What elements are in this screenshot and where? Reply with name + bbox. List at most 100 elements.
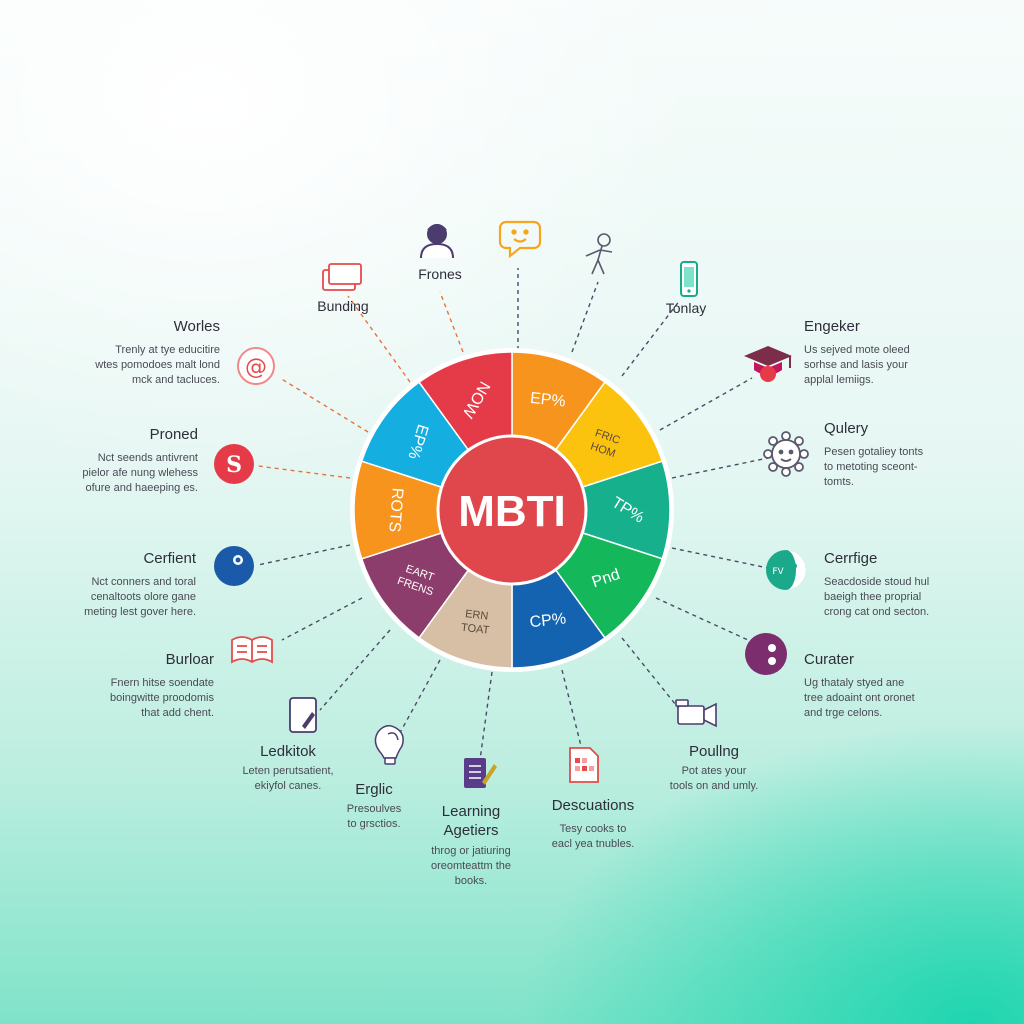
- gear-face-icon: [763, 431, 809, 477]
- node-poullng: Poullng Pot ates your tools on and umly.: [644, 743, 784, 794]
- node-desc-line: books.: [454, 875, 488, 887]
- node-title: Erglic: [355, 781, 393, 798]
- node-desc-line: to grsctios.: [347, 818, 401, 830]
- node-title: Cerfient: [143, 550, 196, 567]
- node-title: Descuations: [551, 797, 635, 814]
- node-desc-line: boingwitte proodomis: [110, 692, 214, 704]
- connector-bunding: [347, 295, 411, 383]
- node-title: Proned: [149, 426, 198, 443]
- connector-cerrfige: [671, 547, 769, 569]
- open-book-icon: [231, 636, 273, 664]
- node-desc-line: Trenly at tye educitire: [115, 344, 220, 356]
- node-desc-line: ekiyfol canes.: [254, 780, 322, 792]
- node-desc-line: that add chent.: [141, 707, 214, 719]
- node-desc-line: tomts.: [824, 476, 854, 488]
- node-bunding: Bunding: [298, 298, 388, 322]
- mbti-wheel: EP%FRICHOMTP%PndCP%ERNTOATEARTFRENSROTSE…: [350, 348, 674, 672]
- chat-bubble-icon: [498, 220, 542, 259]
- s-badge-icon: S: [214, 444, 254, 484]
- green-face-icon: FV: [766, 550, 806, 590]
- connector-figure: [571, 281, 599, 353]
- node-desc-line: Tesy cooks to: [559, 823, 627, 835]
- connector-erglic: [395, 659, 441, 741]
- node-desc-line: cenaltoots olore gane: [90, 591, 196, 603]
- connector-burloar: [281, 597, 363, 641]
- node-title: Poullng: [688, 743, 740, 760]
- connector-engeker: [659, 377, 753, 431]
- wheel-segment-label-5: ERNTOAT: [460, 608, 491, 637]
- node-desc-line: pielor afe nung wlehess: [82, 467, 198, 479]
- node-worles: Worles Trenly at tye educitire wtes pomo…: [60, 318, 220, 388]
- wheel-center: [436, 434, 588, 586]
- camera-icon: [675, 699, 717, 728]
- graduation-cap-icon: [744, 346, 792, 382]
- connector-worles: [279, 377, 369, 433]
- node-desc-line: tools on and umly.: [669, 780, 759, 792]
- node-desc-line: mck and tacluces.: [131, 374, 220, 386]
- node-desc-line: sorhse and lasis your: [804, 359, 908, 371]
- node-desc-line: wtes pomodoes malt lond: [95, 359, 220, 371]
- wheel-segment-label-7: ROTS: [385, 487, 405, 533]
- blue-orb-icon: [214, 546, 254, 586]
- node-burloar: Burloar Fnern hitse soendate boingwitte …: [56, 651, 214, 721]
- node-desc-line: meting lest gover here.: [84, 606, 196, 618]
- node-desc-line: Presoulves: [346, 803, 402, 815]
- icon-layer: @ S: [214, 220, 809, 788]
- node-title: Tonlay: [665, 300, 707, 316]
- node-desc-line: and trge celons.: [804, 707, 883, 719]
- svg-text:FV: FV: [772, 567, 784, 577]
- node-title: Ledkitok: [260, 743, 316, 760]
- connector-qulery: [671, 457, 769, 479]
- connector-lines: [257, 268, 769, 761]
- node-desc-line: Pot ates your: [681, 765, 747, 777]
- node-desc-line: Nct conners and toral: [91, 576, 196, 588]
- cards-icon: [322, 263, 362, 291]
- node-title: Cerrfige: [824, 550, 878, 567]
- node-qulery: Qulery Pesen gotaliey tonts to metoting …: [824, 420, 984, 490]
- node-desc-line: baeigh thee proprial: [824, 591, 922, 603]
- node-title: Curater: [804, 651, 855, 668]
- node-title: Frones: [418, 266, 462, 282]
- connector-frones: [439, 291, 464, 353]
- node-desc-line: Pesen gotaliey tonts: [824, 446, 924, 458]
- connector-learning: [479, 671, 493, 761]
- notepad-icon: [464, 758, 497, 788]
- node-desc-line: oreomteattm the: [430, 860, 512, 872]
- node-desc-line: ofure and haeeping es.: [85, 482, 198, 494]
- figure-icon: [585, 233, 613, 275]
- purple-orb-icon: [745, 633, 787, 675]
- node-desc-line: Nct seends antivrent: [97, 452, 198, 464]
- wheel-segment-label-0: EP%: [529, 390, 566, 411]
- svg-text:S: S: [226, 452, 242, 478]
- node-desc-line: throg or jatiuring: [431, 845, 511, 857]
- wheel-segment-label-4: CP%: [529, 610, 567, 631]
- at-icon: @: [237, 347, 275, 385]
- document-icon: [569, 747, 599, 783]
- node-desc-line: Ug thataly styed ane: [804, 677, 905, 689]
- connector-ledkitok: [319, 629, 391, 711]
- node-erglic: Erglic Presoulves to grsctios.: [318, 781, 430, 832]
- node-desc-line: Us sejved mote oleed: [804, 344, 910, 356]
- node-desc-line: crong cat ond secton.: [824, 606, 930, 618]
- connector-curater: [655, 597, 749, 641]
- node-title: Bunding: [317, 298, 369, 314]
- node-title: Engeker: [804, 318, 860, 335]
- connector-proned: [257, 465, 351, 479]
- node-tonlay: Tonlay: [646, 300, 726, 324]
- node-desc-line: eacl yea tnubles.: [551, 838, 635, 850]
- node-proned: Proned Nct seends antivrent pielor afe n…: [40, 426, 198, 496]
- node-title: Qulery: [824, 420, 869, 437]
- person-icon: [420, 224, 454, 259]
- node-desc-line: tree adoaint ont oronet: [804, 692, 915, 704]
- center-label: MBTI: [458, 487, 566, 536]
- node-desc-line: Seacdoside stoud hul: [824, 576, 930, 588]
- node-cerrfige: Cerrfige Seacdoside stoud hul baeigh the…: [824, 550, 984, 620]
- node-descuations: Descuations Tesy cooks to eacl yea tnubl…: [530, 797, 656, 852]
- phone-icon: [680, 261, 698, 297]
- node-cerfient: Cerfient Nct conners and toral cenaltoot…: [40, 550, 196, 620]
- node-ledkitok: Ledkitok Leten perutsatient, ekiyfol can…: [218, 743, 358, 794]
- connector-poullng: [621, 637, 681, 711]
- node-title: Burloar: [165, 651, 214, 668]
- node-learning: Learning Agetiers throg or jatiuring ore…: [406, 802, 536, 889]
